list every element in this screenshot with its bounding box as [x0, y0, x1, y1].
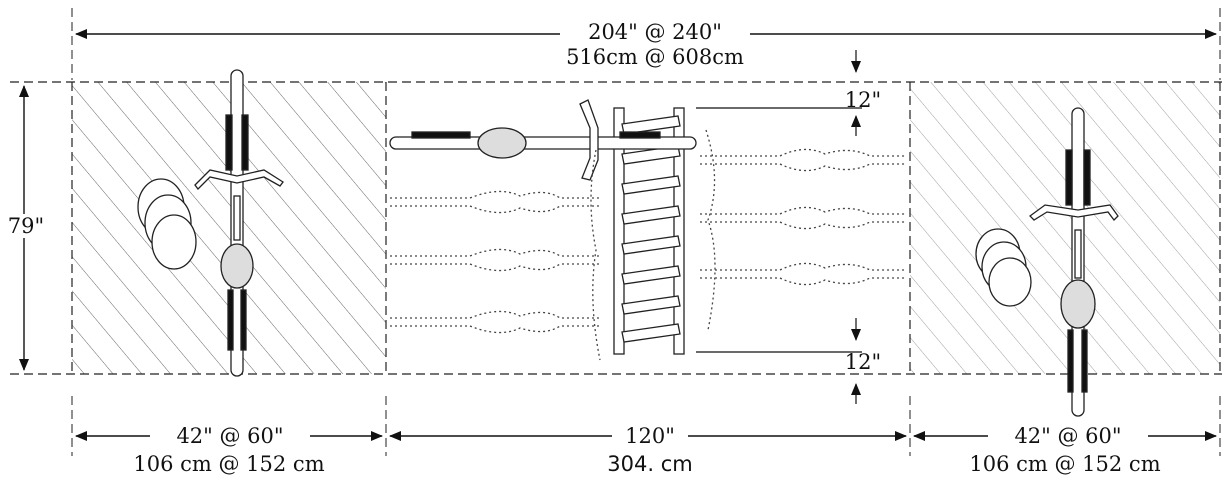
height-dimension-label: 79" — [4, 214, 48, 238]
center-bike-icon — [389, 99, 697, 181]
right-zone-inches: 42" @ 60" — [988, 424, 1148, 448]
left-zone-inches: 42" @ 60" — [150, 424, 310, 448]
right-bike-icon — [1029, 107, 1119, 417]
zone-outlines — [10, 81, 1222, 375]
bike-rack-icon — [613, 107, 685, 355]
clearance-top-label: 12" — [844, 88, 882, 112]
overall-dimension-inches: 204" @ 240" — [560, 20, 750, 44]
clearance-markers — [696, 50, 862, 404]
left-person-icon — [137, 178, 197, 270]
clearance-bottom-label: 12" — [844, 350, 882, 374]
center-zone-inches: 120" — [612, 424, 688, 448]
left-bike-icon — [194, 69, 284, 377]
ghost-bikes — [390, 129, 906, 361]
right-hatched-zone — [910, 82, 1220, 374]
center-zone-cm: 304. cm — [607, 452, 693, 476]
right-person-icon — [975, 228, 1032, 307]
left-zone-cm: 106 cm @ 152 cm — [133, 452, 325, 476]
overall-dimension-cm: 516cm @ 608cm — [566, 45, 744, 69]
extension-lines — [71, 8, 1221, 456]
right-zone-cm: 106 cm @ 152 cm — [969, 452, 1161, 476]
